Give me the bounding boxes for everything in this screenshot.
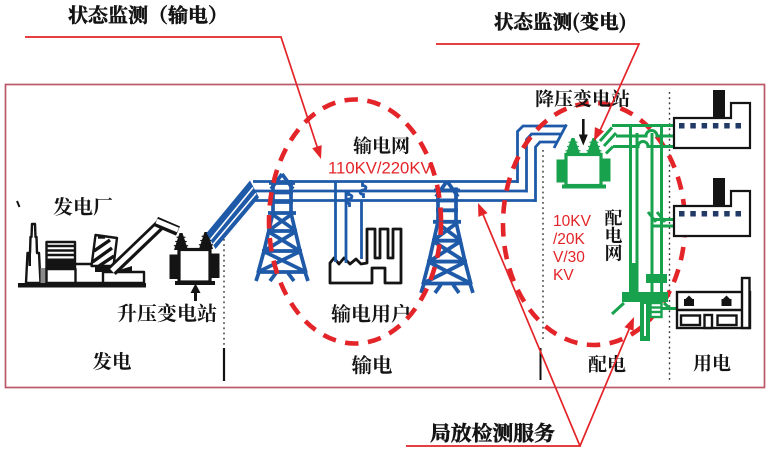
svg-text:KV: KV [553, 267, 574, 284]
svg-text:V/30: V/30 [553, 249, 585, 266]
svg-text:/20K: /20K [553, 231, 586, 248]
svg-text:110KV/220KV: 110KV/220KV [328, 159, 432, 178]
svg-text:10KV: 10KV [553, 213, 592, 230]
